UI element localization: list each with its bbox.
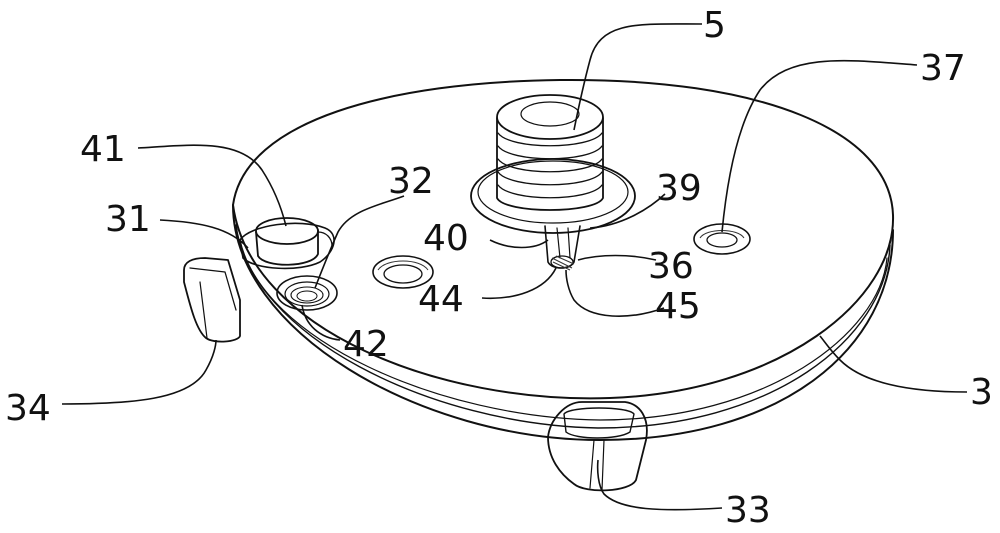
leader-34 (61, 339, 217, 405)
hole-center-left (372, 255, 434, 289)
disc-top-face (232, 78, 895, 400)
leader-3 (819, 335, 968, 393)
leader-42 (301, 304, 341, 341)
callout-37: 37 (920, 48, 966, 89)
disc-body (232, 78, 895, 441)
callout-34: 34 (5, 388, 51, 429)
leader-36 (577, 254, 657, 261)
leader-41 (137, 144, 287, 227)
callout-36: 36 (648, 246, 694, 287)
callout-45: 45 (655, 286, 701, 327)
callout-labels: 5 37 41 32 39 31 40 36 44 45 42 34 3 33 (5, 5, 993, 531)
tab-34 (183, 257, 241, 343)
callout-31: 31 (105, 199, 151, 240)
boss-41 (239, 217, 335, 270)
leader-39 (589, 193, 666, 229)
callout-41: 41 (80, 129, 126, 170)
callout-33: 33 (725, 490, 771, 531)
leader-44 (481, 267, 557, 300)
callout-5: 5 (703, 5, 726, 46)
leader-45 (565, 269, 665, 317)
tab-33 (547, 401, 648, 492)
leader-33 (596, 459, 723, 511)
callout-39: 39 (656, 168, 702, 209)
leader-40 (489, 239, 549, 249)
leader-5 (573, 23, 703, 131)
callout-3: 3 (970, 372, 993, 413)
leader-31 (159, 219, 249, 249)
slot-with-screw (544, 225, 581, 271)
leader-37 (721, 59, 918, 233)
leader-32 (314, 195, 405, 289)
threaded-hole-42 (276, 275, 338, 311)
leader-lines (61, 23, 968, 511)
callout-40: 40 (423, 218, 469, 259)
threaded-post (470, 94, 636, 234)
callout-44: 44 (418, 279, 464, 320)
callout-42: 42 (343, 324, 389, 365)
callout-32: 32 (388, 161, 434, 202)
